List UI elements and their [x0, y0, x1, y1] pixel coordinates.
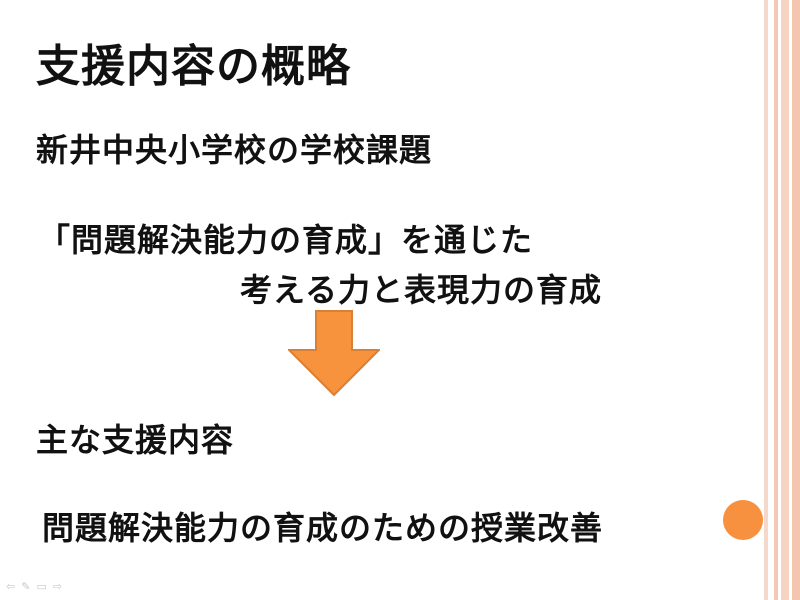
border-stripe [768, 0, 774, 600]
pen-icon[interactable]: ✎ [21, 580, 31, 593]
goal-text-line1: 「問題解決能力の育成」を通じた [38, 221, 534, 259]
border-stripe [789, 0, 792, 600]
slide-navigation: ⇦ ✎ ▭ ⇨ [6, 581, 62, 593]
school-subject-text: 新井中央小学校の学校課題 [36, 131, 433, 169]
slide-title: 支援内容の概略 [36, 41, 351, 92]
border-stripe [792, 0, 800, 600]
main-support-item: 問題解決能力の育成のための授業改善 [42, 509, 604, 547]
border-stripe [764, 0, 768, 600]
decorative-border-stripes [764, 0, 800, 600]
goal-text-line2: 考える力と表現力の育成 [240, 271, 603, 309]
border-stripe [781, 0, 789, 600]
orange-circle-icon [723, 500, 763, 540]
menu-icon[interactable]: ▭ [36, 580, 47, 593]
border-stripe [778, 0, 781, 600]
previous-icon[interactable]: ⇦ [6, 580, 16, 593]
down-arrow-icon [288, 310, 380, 396]
next-icon[interactable]: ⇨ [52, 580, 63, 593]
main-support-heading: 主な支援内容 [36, 421, 235, 459]
down-arrow-shape [288, 310, 380, 396]
border-stripe [774, 0, 778, 600]
